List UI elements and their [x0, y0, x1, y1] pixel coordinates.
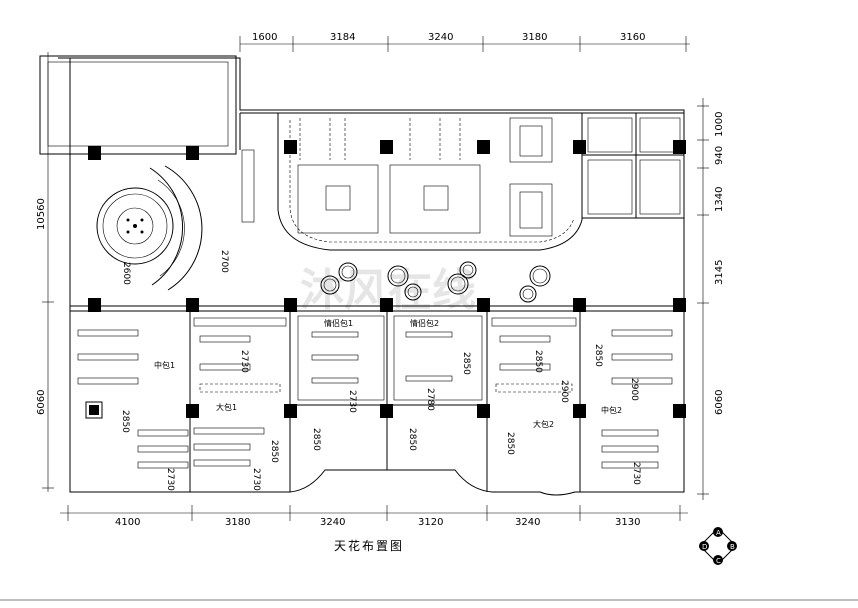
left-dimension-line: 10560 6060 [36, 52, 54, 492]
corridor-round-lights [320, 261, 551, 303]
lower-room-fixtures [77, 315, 673, 469]
dim-left-2: 6060 [36, 390, 47, 415]
height-zb2-2730: 2730 [631, 462, 641, 485]
compass-label-d: D [702, 543, 707, 551]
height-lobby-2700: 2700 [219, 250, 229, 273]
height-ql1-2730: 2730 [347, 390, 357, 413]
drawing-title: 天花布置图 [334, 538, 404, 553]
height-zb2-2850: 2850 [593, 344, 603, 367]
height-lobby-2600: 2600 [121, 262, 131, 285]
height-db2-2850: 2850 [533, 350, 543, 373]
upper-ceiling-panels [241, 117, 681, 237]
right-dimension-line: 1000 940 1340 3145 6060 [697, 98, 725, 500]
dim-top-4: 3180 [522, 32, 547, 43]
room-label-zhongbao1: 中包1 [154, 360, 175, 370]
dim-right-3: 1340 [714, 187, 725, 212]
height-zb2-2900: 2900 [629, 378, 639, 401]
dim-right-4: 3145 [714, 260, 725, 285]
dim-bottom-2: 3180 [225, 517, 250, 528]
dim-bottom-5: 3240 [515, 517, 540, 528]
dim-top-1: 1600 [252, 32, 277, 43]
room-label-dabao1: 大包1 [216, 402, 237, 412]
dim-bottom-3: 3240 [320, 517, 345, 528]
height-ql2-2780: 2780 [425, 388, 435, 411]
height-ql2-2850: 2850 [461, 352, 471, 375]
height-zb1-bottom-2730: 2730 [165, 468, 175, 491]
height-db1-2850: 2850 [269, 440, 279, 463]
dim-right-2: 940 [714, 146, 725, 165]
dim-top-5: 3160 [620, 32, 645, 43]
height-db2-2900: 2900 [559, 380, 569, 403]
bottom-dimension-line: 4100 3180 3240 3120 3240 3130 [60, 505, 688, 528]
dim-bottom-1: 4100 [115, 517, 140, 528]
compass-label-c: C [716, 557, 721, 565]
room-label-qinglvbao2: 情侣包2 [410, 318, 439, 328]
room-labels: 中包1 大包1 情侣包1 情侣包2 大包2 中包2 [154, 318, 622, 429]
height-db1-2730: 2730 [239, 350, 249, 373]
height-db1-2730b: 2730 [251, 468, 261, 491]
height-ql2-2850b: 2850 [407, 428, 417, 451]
compass-label-b: B [730, 543, 735, 551]
dim-right-1: 1000 [714, 112, 725, 137]
compass-label-a: A [716, 529, 721, 537]
top-dimension-line: 1600 3184 3240 3180 3160 [239, 32, 690, 52]
dim-bottom-4: 3120 [418, 517, 443, 528]
compass-icon: A B C D [699, 527, 737, 565]
room-label-qinglvbao1: 情侣包1 [324, 318, 353, 328]
structural-columns [85, 140, 686, 419]
height-ql1-2850: 2850 [311, 428, 321, 451]
height-zb1-2850: 2850 [120, 410, 130, 433]
top-left-box [39, 55, 237, 155]
dim-left-1: 10560 [36, 198, 47, 230]
room-label-zhongbao2: 中包2 [601, 405, 622, 415]
height-db2-2850b: 2850 [505, 432, 515, 455]
dim-top-3: 3240 [428, 32, 453, 43]
room-label-dabao2: 大包2 [533, 419, 554, 429]
ceiling-height-markers: 2600 2700 2730 2850 2730 2850 2730 2730 … [120, 250, 641, 491]
dim-bottom-6: 3130 [615, 517, 640, 528]
dim-right-5: 6060 [714, 390, 725, 415]
outer-walls [39, 55, 685, 496]
round-ceiling-feature [96, 165, 203, 291]
dim-top-2: 3184 [330, 32, 355, 43]
